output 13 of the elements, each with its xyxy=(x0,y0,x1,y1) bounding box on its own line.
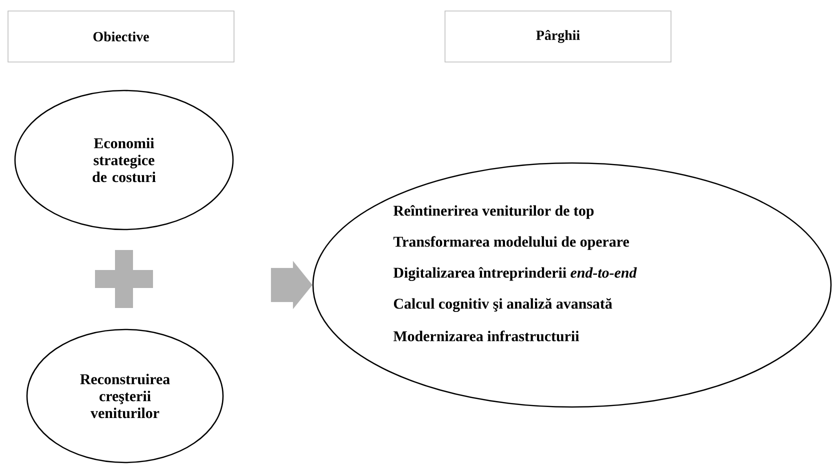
ellipse-label: Economii strategice de costuri xyxy=(92,138,156,182)
ellipse xyxy=(14,90,234,230)
ellipse xyxy=(312,162,832,408)
list-item: Calcul cognitiv şi analiză avansată xyxy=(394,298,612,312)
list-item: Transformarea modelului de operare xyxy=(393,236,629,250)
heading-box: Obiective xyxy=(8,10,234,62)
list-item: Modernizarea infrastructurii xyxy=(393,330,580,342)
block-arrow xyxy=(270,260,312,310)
ellipse-label: Reconstruirea creşterii veniturilor xyxy=(80,374,170,418)
list-item: Reîntinerirea veniturilor de top xyxy=(393,205,594,219)
list-item: Digitalizarea întreprinderii end-to-end xyxy=(393,267,637,281)
ellipse xyxy=(26,328,224,464)
heading-box: Pârghii xyxy=(444,10,672,62)
